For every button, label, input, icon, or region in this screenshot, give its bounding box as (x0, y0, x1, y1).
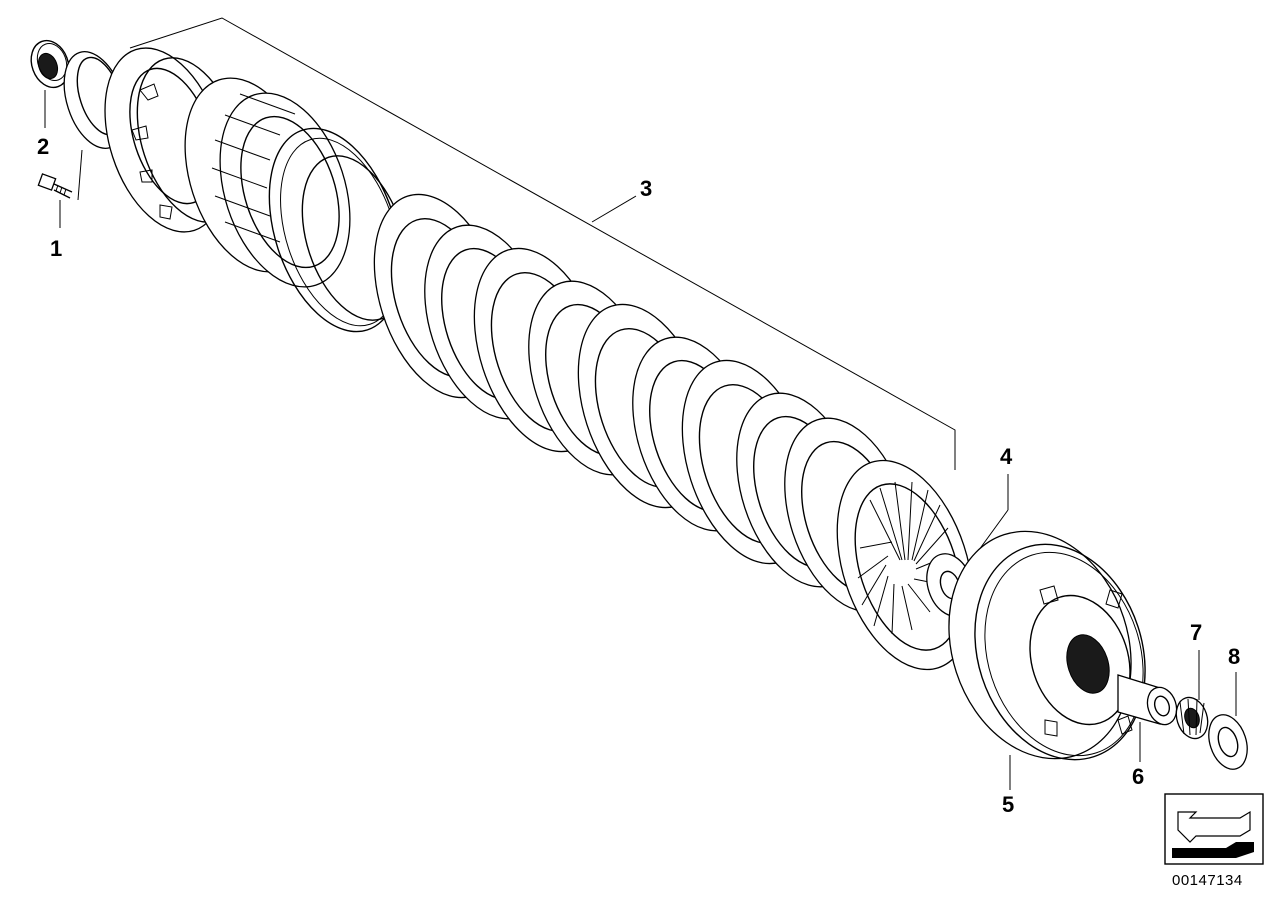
needle-bearing-part-7 (1175, 650, 1209, 740)
outer-basket-part-5 (948, 530, 1146, 790)
direction-arrow-icon (1164, 793, 1264, 865)
bolt-part-1 (37, 173, 73, 228)
part-number-5: 5 (1002, 792, 1015, 817)
diagram-id-label: 00147134 (1172, 872, 1243, 889)
part-number-2: 2 (37, 134, 50, 159)
part-number-1: 1 (50, 236, 63, 261)
clutch-hub (836, 459, 974, 671)
part-number-6: 6 (1132, 764, 1145, 789)
part-number-8: 8 (1228, 644, 1241, 669)
part-number-3: 3 (640, 176, 653, 201)
part-number-7: 7 (1190, 620, 1203, 645)
part-number-4: 4 (1000, 444, 1013, 469)
washer-part-8 (1208, 672, 1248, 770)
group-bracket-item-3 (129, 17, 956, 470)
hub-shaft-part-6 (1117, 674, 1178, 762)
bearing-part-2 (30, 39, 70, 128)
